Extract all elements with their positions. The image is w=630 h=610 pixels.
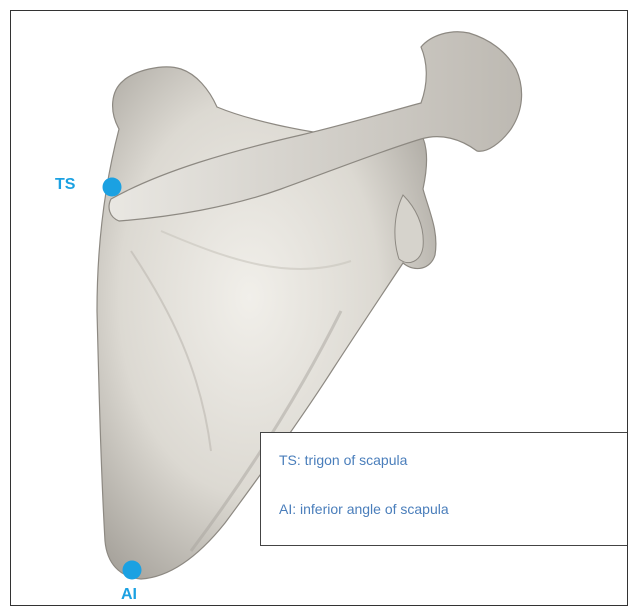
ai-label: AI [121, 586, 137, 604]
ai-landmark-dot [123, 561, 142, 580]
legend-ts-definition: TS: trigon of scapula [279, 452, 407, 468]
figure-frame: TS AI TS: trigon of scapula AI: inferior… [10, 10, 628, 606]
ts-label: TS [55, 176, 75, 194]
ts-landmark-dot [103, 178, 122, 197]
legend-box: TS: trigon of scapula AI: inferior angle… [260, 432, 628, 546]
legend-ai-definition: AI: inferior angle of scapula [279, 501, 449, 517]
